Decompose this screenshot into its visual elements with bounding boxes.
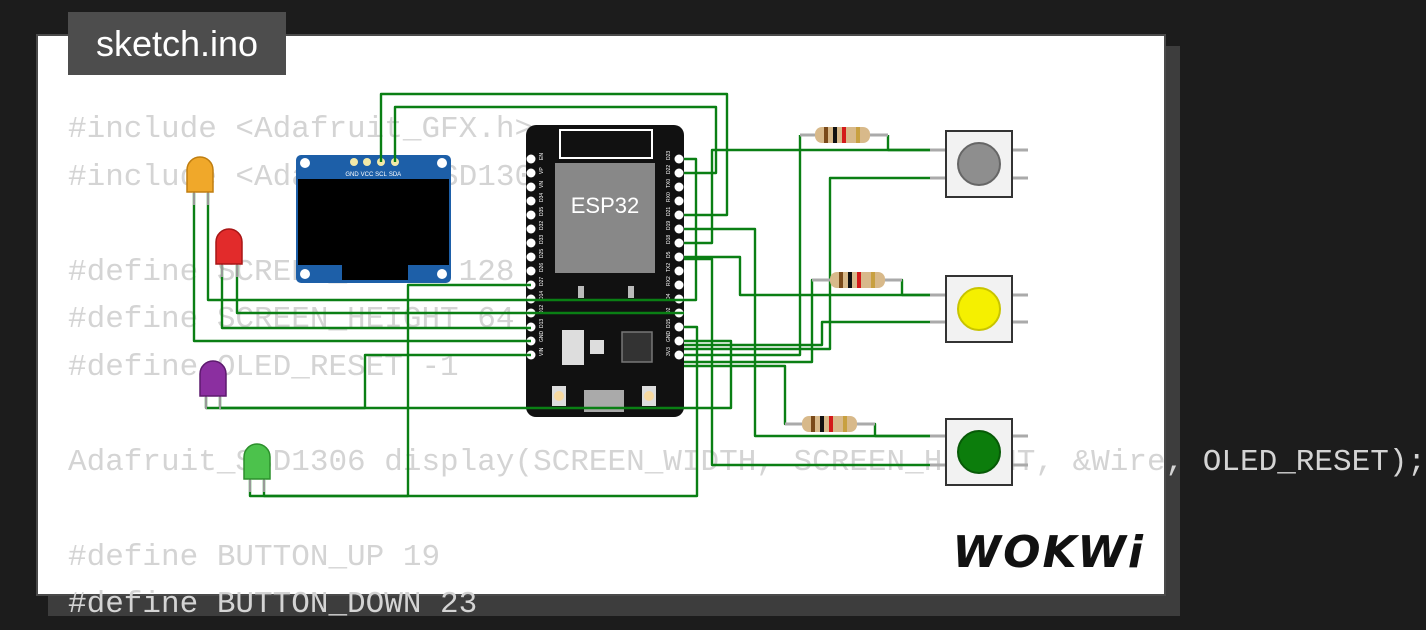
pin-label: D15 [666, 319, 672, 328]
pin-label: VN [539, 181, 545, 188]
pin-label: RX0 [666, 192, 672, 202]
pin-label: D22 [666, 165, 672, 174]
esp32-right-pins [674, 154, 684, 360]
wire-orange-led [192, 193, 531, 343]
code-line: #define BUTTON_UP 19 [68, 539, 441, 575]
resistor-1[interactable] [800, 127, 888, 143]
led-red[interactable] [215, 228, 243, 277]
wire-button2-gnd [684, 320, 945, 347]
oled-pin-label: SCL [375, 172, 387, 178]
pin-label: D18 [666, 235, 672, 244]
pin-label: D13 [539, 319, 545, 328]
file-tab[interactable]: sketch.ino [68, 12, 286, 75]
pin-label: D32 [539, 221, 545, 230]
oled-pin-label: GND [345, 172, 359, 178]
wire-button1-gnd [684, 176, 945, 351]
wire-button3-signal [684, 227, 945, 438]
pin-label: RX2 [666, 276, 672, 286]
oled-display[interactable]: GND VCC SCL SDA [296, 155, 451, 283]
oled-pin-label: SDA [389, 172, 401, 178]
resistor-3[interactable] [785, 416, 875, 432]
pin-label: VP [539, 167, 545, 174]
pushbutton-yellow[interactable] [930, 275, 1028, 343]
pin-label: D23 [666, 151, 672, 160]
wire-red-led-signal [235, 265, 684, 315]
wire-button2-signal [684, 255, 945, 297]
pin-label: D19 [666, 221, 672, 230]
pin-label: D33 [539, 235, 545, 244]
pin-label: TX2 [666, 263, 672, 272]
pushbutton-green[interactable] [930, 418, 1028, 486]
esp32-right-pin-labels: D23 D22 TX0 RX0 D21 D19 D18 D5 TX2 RX2 D… [666, 151, 672, 356]
pin-label: D34 [539, 193, 545, 202]
oled-pin-label: VCC [361, 172, 374, 178]
led-orange[interactable] [186, 156, 214, 205]
pin-label: EN [539, 153, 545, 160]
pin-label: VIN [539, 347, 545, 356]
pin-label: GND [666, 331, 672, 343]
pin-label: 3V3 [666, 347, 672, 356]
wire-green-led [248, 283, 531, 498]
pin-label: D4 [666, 293, 672, 300]
led-green[interactable] [243, 443, 271, 492]
esp32-board[interactable]: ESP32 [526, 125, 684, 417]
pin-label: D12 [539, 305, 545, 314]
wire-resistor3-button [858, 422, 945, 438]
pin-label: D21 [666, 207, 672, 216]
pin-label: GND [539, 331, 545, 343]
wire-orange-led-signal [206, 157, 698, 302]
pin-label: D5 [666, 251, 672, 258]
wire-resistor1-button [886, 135, 945, 152]
code-line: Adafruit_SSD1306 display(SCREEN_WIDTH, S… [68, 444, 1426, 480]
code-line: #define OLED_RESET -1 [68, 349, 459, 385]
pin-label: D25 [539, 249, 545, 258]
wire-button1-signal [684, 148, 945, 245]
circuit-diagram: ESP32 [186, 92, 1028, 498]
wokwi-preview: #include <Adafruit_GFX.h> #include <Adaf… [36, 12, 1426, 622]
pin-label: D26 [539, 263, 545, 272]
pin-label: D27 [539, 277, 545, 286]
pin-label: D35 [539, 207, 545, 216]
esp32-left-pin-labels: EN VP VN D34 D35 D32 D33 D25 D26 D27 D14… [539, 153, 545, 356]
esp32-chip-label: ESP32 [571, 193, 640, 218]
wire-button3-gnd [684, 257, 945, 467]
wire-red-led [220, 265, 531, 330]
code-line: #include <Adafruit_GFX.h> [68, 112, 534, 147]
wokwi-logo: WOKWi [952, 527, 1145, 578]
resistor-2[interactable] [812, 272, 902, 288]
wire-resistor1 [684, 135, 802, 357]
led-purple[interactable] [199, 360, 227, 409]
pin-label: TX0 [666, 179, 672, 188]
code-line: #define BUTTON_DOWN 23 [68, 587, 478, 622]
pin-label: D14 [539, 291, 545, 300]
code-editor[interactable]: #include <Adafruit_GFX.h> #include <Adaf… [68, 106, 1426, 629]
pin-label: D2 [666, 307, 672, 314]
wire-purple-led [204, 353, 531, 410]
code-line: #define SCREEN_HEIGHT 64 [68, 302, 515, 337]
wire-sda [393, 105, 718, 175]
wire-resistor2-button [885, 278, 945, 297]
pushbutton-gray[interactable] [930, 130, 1028, 198]
wire-resistor3 [684, 364, 802, 426]
